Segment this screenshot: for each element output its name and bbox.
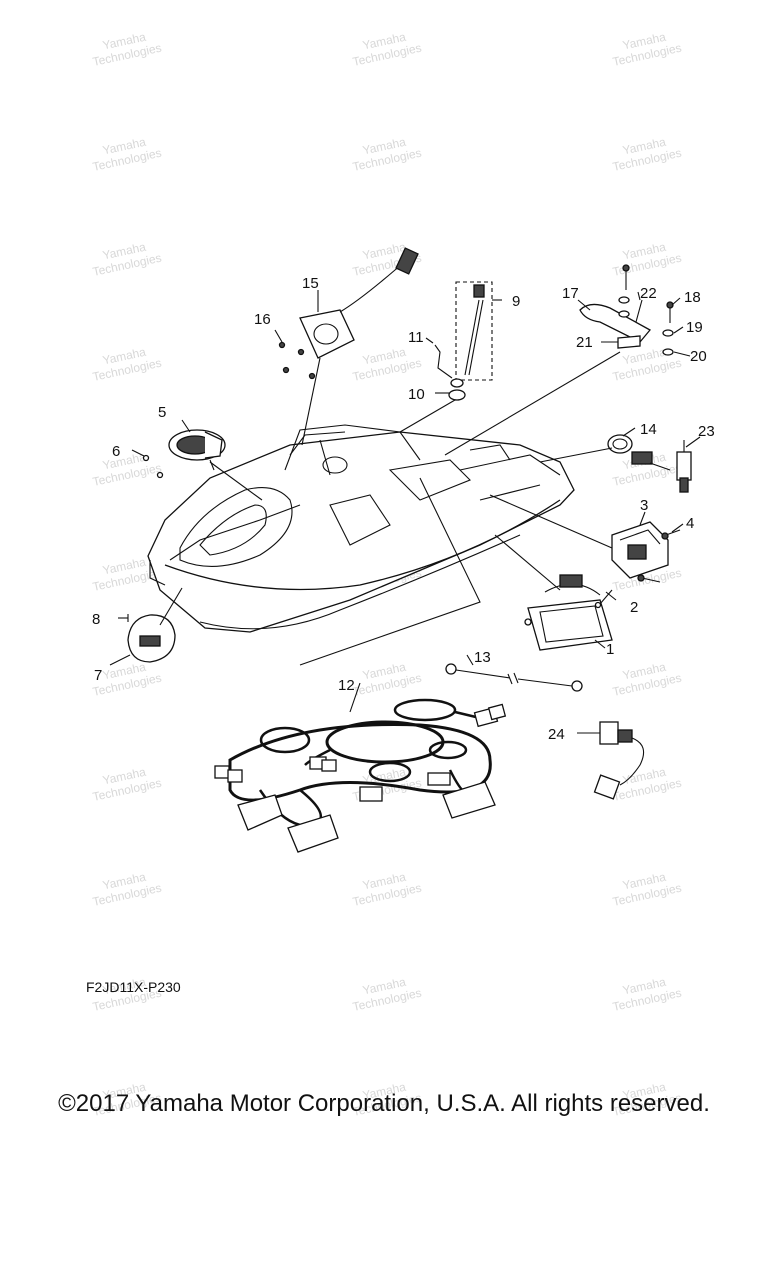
callout-9: 9 <box>512 293 520 310</box>
callout-3: 3 <box>640 497 648 514</box>
callout-7: 7 <box>94 667 102 684</box>
callout-1: 1 <box>606 641 614 658</box>
callout-24: 24 <box>548 726 565 743</box>
callout-11: 11 <box>408 329 424 346</box>
part-22-screw <box>635 299 643 323</box>
callout-17: 17 <box>562 285 579 302</box>
part-21-bracket <box>617 335 641 349</box>
callout-4: 4 <box>686 515 694 532</box>
part-12-wire-harness <box>214 698 507 853</box>
part-13-cable <box>445 663 583 692</box>
callout-12: 12 <box>338 677 355 694</box>
callout-23: 23 <box>698 423 715 440</box>
callout-5: 5 <box>158 404 166 421</box>
boat-hull <box>147 424 575 633</box>
part-17-handle <box>579 303 652 343</box>
callout-16: 16 <box>254 311 271 328</box>
part-7-light <box>127 614 176 663</box>
leader-lines <box>109 290 701 734</box>
callout-22: 22 <box>640 285 657 302</box>
callout-15: 15 <box>302 275 319 292</box>
part-5-speaker <box>168 429 226 461</box>
part-18-bolts <box>622 264 674 323</box>
callout-6: 6 <box>112 443 120 460</box>
callout-19: 19 <box>686 319 703 336</box>
callout-18: 18 <box>684 289 701 306</box>
part-8-pin <box>118 614 129 622</box>
callout-13: 13 <box>474 649 491 666</box>
part-1-battery-tray <box>524 574 613 651</box>
part-20-washer <box>618 310 674 356</box>
callout-10: 10 <box>408 386 425 403</box>
part-24-adapter-cable <box>593 721 645 800</box>
callout-2: 2 <box>630 599 638 616</box>
callout-21: 21 <box>576 334 593 351</box>
callout-20: 20 <box>690 348 707 365</box>
part-14-gasket <box>607 434 653 465</box>
part-23-sensor <box>649 440 692 493</box>
part-11-wire <box>434 344 453 379</box>
part-2-screw <box>594 589 613 609</box>
callout-labels: 1 2 3 4 5 6 7 8 9 10 11 12 13 14 15 16 1… <box>92 275 715 743</box>
part-4-bolt <box>637 529 681 583</box>
part-16-screws <box>278 341 316 380</box>
copyright-notice: ©2017 Yamaha Motor Corporation, U.S.A. A… <box>58 1090 710 1117</box>
part-6-screw <box>142 454 164 479</box>
part-15-plate <box>299 247 419 359</box>
drawing-code: F2JD11X-P230 <box>86 979 181 995</box>
part-10-grommet <box>448 378 466 401</box>
callout-14: 14 <box>640 421 657 438</box>
part-9-rod-assembly <box>455 281 493 381</box>
part-19-washer <box>618 296 674 337</box>
part-3-control-unit <box>611 521 669 579</box>
callout-8: 8 <box>92 611 100 628</box>
